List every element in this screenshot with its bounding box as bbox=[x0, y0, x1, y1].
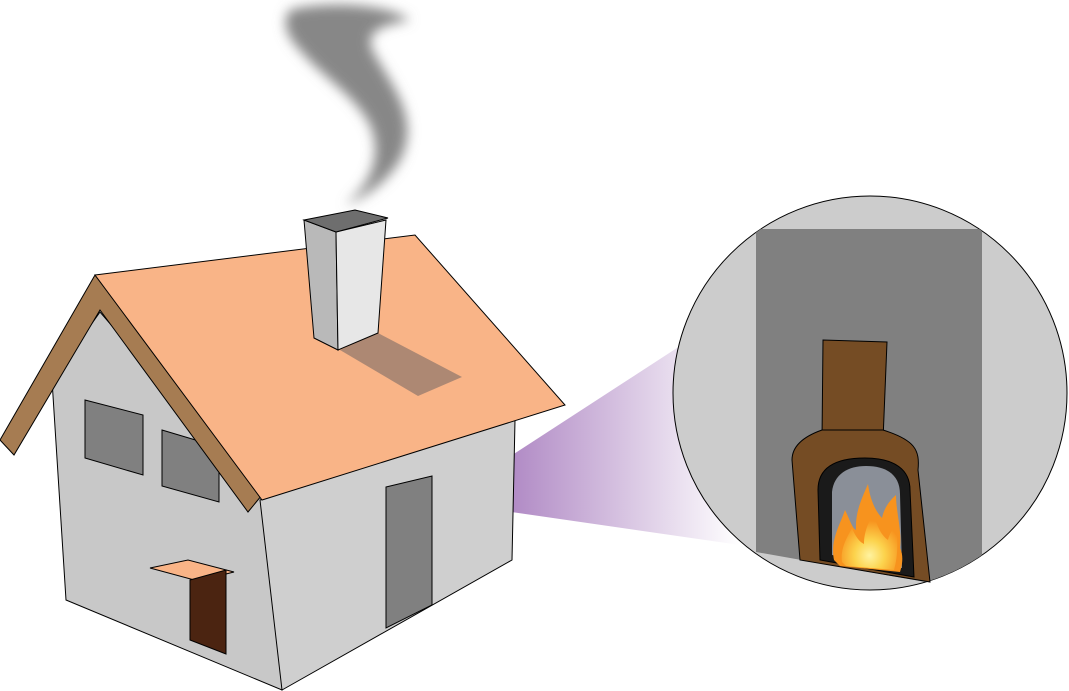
side-door bbox=[385, 475, 433, 629]
zoom-detail bbox=[672, 195, 1068, 591]
zoom-beam bbox=[463, 320, 740, 545]
smoke-icon bbox=[285, 4, 410, 205]
chimney-icon bbox=[302, 209, 389, 351]
chimney-shadow bbox=[340, 333, 462, 396]
front-door bbox=[189, 569, 227, 655]
house-icon bbox=[0, 209, 566, 691]
fire-icon bbox=[833, 484, 903, 572]
window-left bbox=[84, 399, 144, 476]
